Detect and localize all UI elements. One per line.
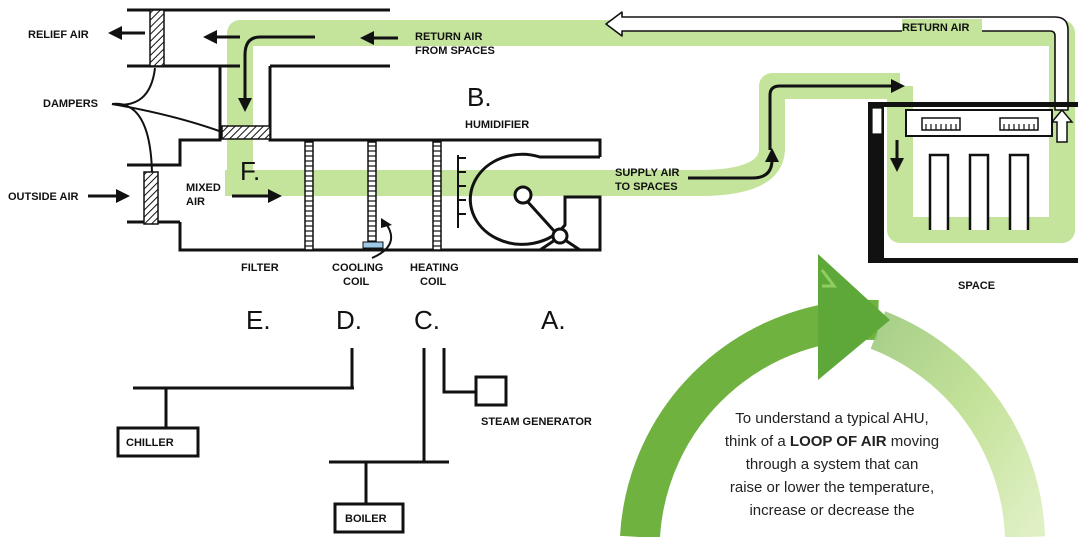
label-supply-2: TO SPACES — [615, 181, 678, 193]
letter-d: D. — [336, 305, 362, 335]
label-filter: FILTER — [241, 262, 279, 274]
return-air-arrow — [605, 11, 1069, 111]
label-mixed-air-2: AIR — [186, 196, 205, 208]
letter-f: F. — [240, 156, 260, 186]
piping — [133, 348, 476, 504]
label-heating-1: HEATING — [410, 262, 459, 274]
label-heating-2: COIL — [420, 276, 447, 288]
label-space: SPACE — [958, 280, 995, 292]
label-boiler: BOILER — [345, 513, 387, 525]
letter-b: B. — [467, 82, 492, 112]
ahu-casing — [127, 8, 602, 252]
letter-e: E. — [246, 305, 271, 335]
note-line-1: To understand a typical AHU, — [735, 410, 928, 427]
label-chiller: CHILLER — [126, 437, 174, 449]
label-supply-1: SUPPLY AIR — [615, 167, 679, 179]
cooling-coil — [367, 141, 377, 247]
note-line-4: raise or lower the temperature, — [730, 479, 934, 496]
mix-damper — [221, 125, 271, 140]
label-humidifier: HUMIDIFIER — [465, 119, 529, 131]
note-line-2: think of a LOOP OF AIR moving — [725, 433, 939, 450]
steam-generator-box — [474, 375, 508, 407]
heating-coil — [432, 141, 442, 251]
drain-pan — [362, 241, 384, 249]
space-room — [868, 102, 1078, 263]
label-return-spaces-1: RETURN AIR — [415, 31, 482, 43]
humidifier-grid — [457, 155, 466, 228]
supply-fan — [468, 152, 581, 252]
loop-ring — [620, 254, 1045, 537]
boiler-box — [333, 502, 405, 534]
damper-leader-lines — [111, 67, 223, 173]
label-mixed-air-1: MIXED — [186, 182, 221, 194]
filter — [304, 141, 314, 251]
label-dampers: DAMPERS — [43, 98, 98, 110]
label-return-air-top: RETURN AIR — [902, 22, 969, 34]
label-cooling-1: COOLING — [332, 262, 383, 274]
chiller-box — [116, 426, 200, 458]
flow-arrows — [88, 26, 905, 203]
relief-damper — [149, 9, 165, 67]
label-return-spaces-2: FROM SPACES — [415, 45, 495, 57]
letter-a: A. — [541, 305, 566, 335]
note-line-5: increase or decrease the — [749, 502, 914, 519]
loop-note: To understand a typical AHU, think of a … — [725, 410, 939, 519]
label-outside-air: OUTSIDE AIR — [8, 191, 79, 203]
loop-ring-arrowhead — [818, 254, 890, 380]
outside-damper — [143, 171, 159, 225]
letter-c: C. — [414, 305, 440, 335]
note-loop-of-air: LOOP OF AIR — [790, 433, 887, 450]
label-steam-generator: STEAM GENERATOR — [481, 416, 592, 428]
note-line-3: through a system that can — [746, 456, 919, 473]
label-relief-air: RELIEF AIR — [28, 29, 89, 41]
label-cooling-2: COIL — [343, 276, 370, 288]
